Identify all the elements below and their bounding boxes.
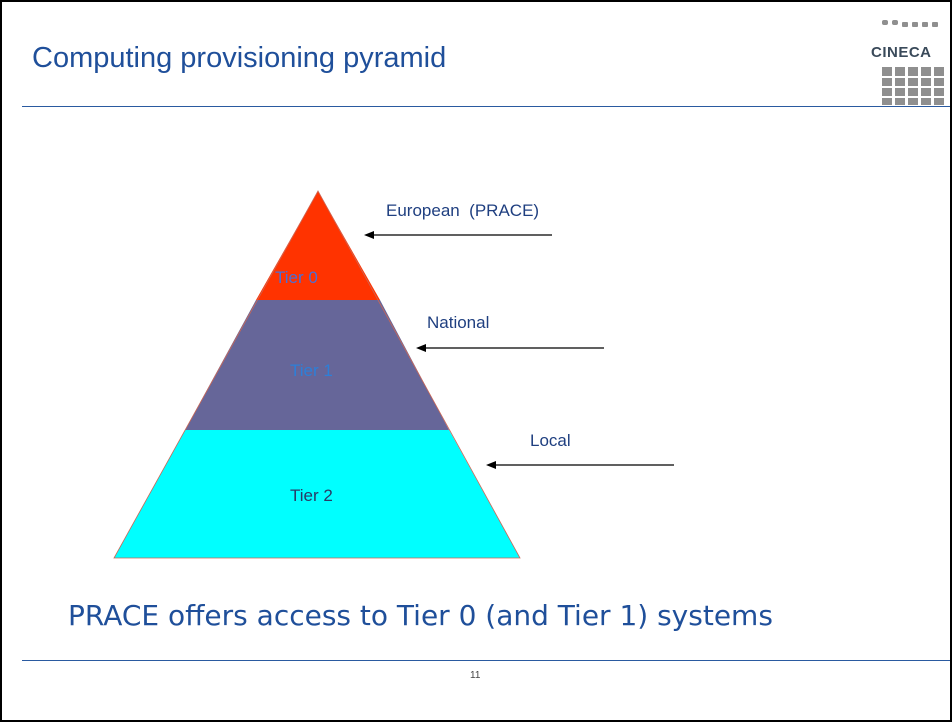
national-annotation: National — [427, 313, 490, 332]
footer-divider — [22, 660, 950, 661]
cineca-logo — [882, 20, 944, 105]
tier-2-label: Tier 2 — [290, 486, 333, 505]
pyramid-outline — [113, 190, 521, 559]
european-annotation: European (PRACE) — [386, 201, 540, 220]
title-divider — [22, 106, 950, 107]
arrow-national-head — [416, 344, 426, 352]
arrow-local-head — [486, 461, 496, 469]
page-number: 11 — [470, 670, 481, 681]
logo-text: CINECA — [871, 44, 932, 61]
tier-1-shape — [185, 300, 449, 430]
prace-statement: PRACE offers access to Tier 0 (and Tier … — [68, 599, 773, 632]
tier-2-shape — [114, 430, 520, 558]
tier-1-label: Tier 1 — [290, 361, 333, 380]
tier-0-shape — [256, 191, 380, 300]
tier-0-label: Tier 0 — [275, 268, 318, 287]
slide-title: Computing provisioning pyramid — [32, 42, 447, 74]
local-annotation: Local — [530, 431, 571, 450]
arrow-european-head — [364, 231, 374, 239]
